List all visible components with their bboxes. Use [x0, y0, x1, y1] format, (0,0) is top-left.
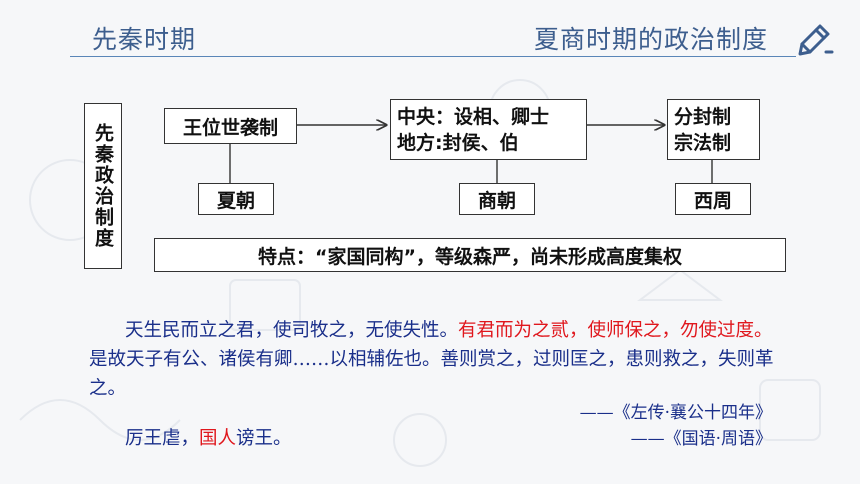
page-title: 夏商时期的政治制度	[533, 25, 768, 54]
box-shang-system: 中央：设相、卿士 地方:封侯、伯	[390, 99, 587, 160]
quote1-part3: 是故天子有公、诸侯有卿……以相辅佐也。善则赏之，过则匡之，患则救之，失则革之。	[89, 349, 774, 399]
box-zhou-system: 分封制 宗法制	[667, 99, 760, 160]
label-xizhou: 西周	[675, 183, 751, 215]
quote1-highlight: 有君而为之贰，使师保之，勿使过度。	[458, 320, 773, 341]
quote-guoyu: 厉王虐，国人谤王。	[125, 424, 292, 450]
box-hereditary-throne: 王位世袭制	[164, 108, 297, 144]
quote2-highlight: 国人	[199, 428, 237, 449]
source-zuozhuan: ——《左传·襄公十四年》	[579, 403, 772, 423]
vertical-title-box: 先秦政治制度	[84, 103, 122, 269]
source-guoyu: ——《国语·周语》	[630, 429, 772, 449]
label-xia-text: 夏朝	[216, 189, 255, 212]
label-shang: 商朝	[459, 183, 535, 215]
feature-box: 特点：“家国同构”，等级森严，尚未形成高度集权	[154, 238, 786, 272]
quote1-part1: 天生民而立之君，使司牧之，无使失性。	[125, 320, 459, 341]
label-shang-text: 商朝	[477, 189, 516, 212]
quote2-part1: 厉王虐，	[125, 428, 200, 449]
header-divider	[70, 56, 796, 57]
box-shang-central: 中央：设相、卿士	[397, 105, 550, 128]
section-title: 先秦时期	[92, 25, 197, 54]
feature-text: 特点：“家国同构”，等级森严，尚未形成高度集权	[258, 245, 682, 268]
box-zhou-zongfa: 宗法制	[674, 131, 732, 154]
pencil-icon	[798, 24, 834, 56]
box-shang-local: 地方:封侯、伯	[397, 131, 519, 154]
label-xia: 夏朝	[198, 183, 274, 215]
box-hereditary-throne-label: 王位世袭制	[182, 116, 278, 139]
box-zhou-fengjian: 分封制	[674, 105, 732, 128]
quote-zuozhuan: 天生民而立之君，使司牧之，无使失性。有君而为之贰，使师保之，勿使过度。是故天子有…	[89, 316, 779, 403]
label-xizhou-text: 西周	[693, 189, 732, 212]
quote2-part3: 谤王。	[236, 428, 292, 449]
vertical-title: 先秦政治制度	[92, 123, 114, 249]
